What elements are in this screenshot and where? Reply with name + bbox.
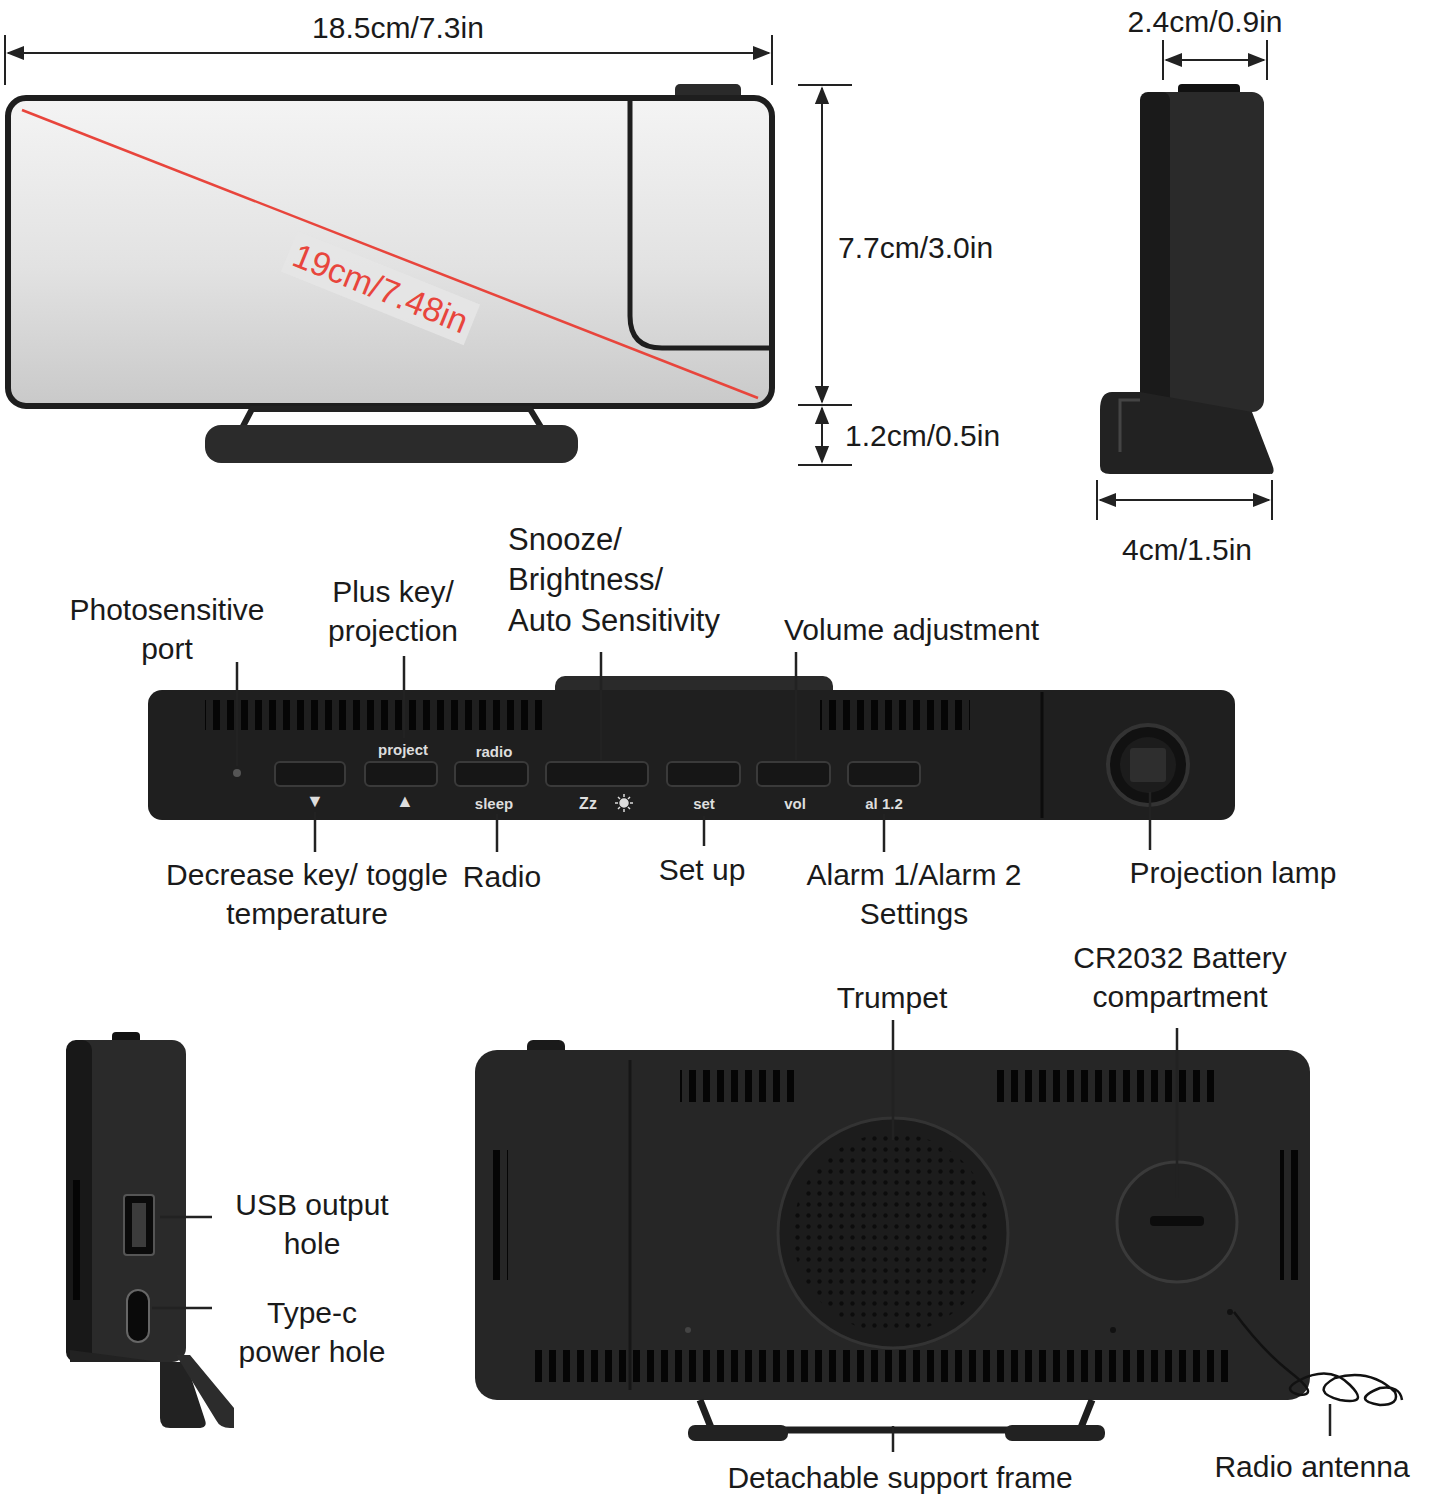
dimension-label: 7.7cm/3.0in (838, 228, 1068, 267)
part-label: USB output hole (230, 1185, 395, 1263)
side-view-right (1100, 84, 1274, 474)
dimension-lines (5, 35, 852, 465)
part-label: Trumpet (792, 978, 992, 1017)
button-print: project (363, 740, 443, 760)
button-print: Zz (563, 794, 613, 815)
part-label: Volume adjustment (784, 610, 1104, 649)
front-view (8, 84, 772, 463)
part-label: Photosensitive port (47, 590, 287, 668)
button-print: set (669, 794, 739, 814)
part-label: CR2032 Battery compartment (1000, 938, 1360, 1016)
part-label: Snooze/ Brightness/ Auto Sensitivity (508, 520, 730, 641)
button-print: ▼ (295, 790, 335, 813)
part-label: Set up (632, 850, 772, 889)
part-label: Detachable support frame (680, 1458, 1120, 1497)
button-print: al 1.2 (849, 794, 919, 814)
dimension-lines (1097, 40, 1272, 520)
leader-lines (152, 1217, 212, 1308)
dimension-label: 4cm/1.5in (1077, 530, 1297, 569)
part-label: Radio (442, 857, 562, 896)
dimension-label: 1.2cm/0.5in (845, 416, 1075, 455)
part-label: Radio antenna (1202, 1447, 1422, 1486)
back-view (475, 1040, 1402, 1441)
part-label: Plus key/ projection (298, 572, 488, 650)
button-print: ▲ (385, 790, 425, 813)
button-panel-view (148, 676, 1235, 820)
part-label: Decrease key/ toggle temperature (157, 855, 457, 933)
button-print: radio (454, 742, 534, 762)
dimension-label: 18.5cm/7.3in (248, 8, 548, 47)
part-label: Projection lamp (1103, 853, 1363, 892)
leader-lines (237, 652, 1150, 852)
side-view-left (66, 1032, 234, 1428)
part-label: Type-c power hole (223, 1293, 401, 1371)
leader-lines (893, 1020, 1330, 1452)
dimension-label: 2.4cm/0.9in (1095, 2, 1315, 41)
button-print: sleep (454, 794, 534, 814)
part-label: Alarm 1/Alarm 2 Settings (782, 855, 1047, 933)
button-print: vol (760, 794, 830, 814)
